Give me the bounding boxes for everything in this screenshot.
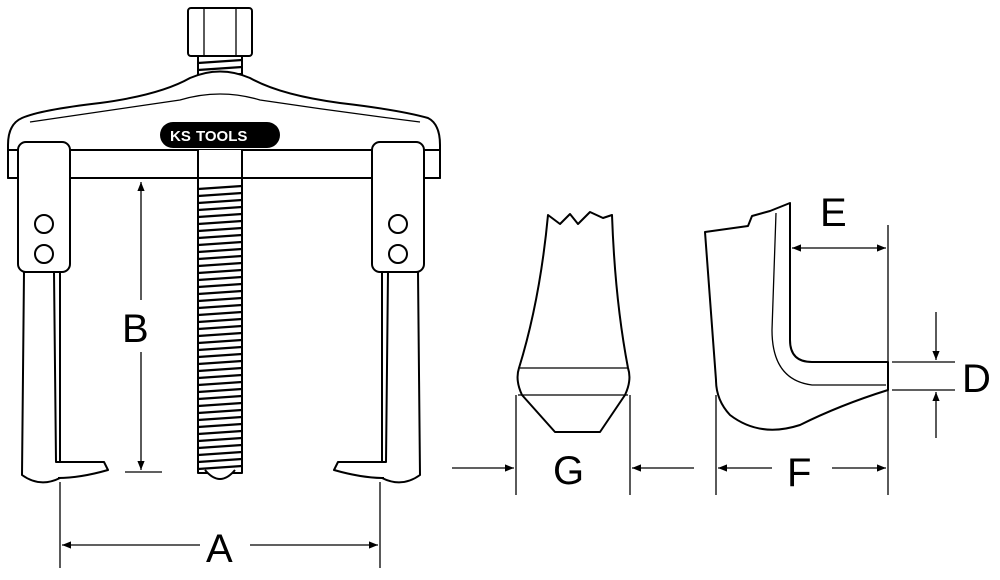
thread-line [197,373,243,380]
thread-line [197,443,243,450]
jaw-front-view: G [452,211,694,495]
thread-line [197,429,243,436]
thread-line [197,296,243,303]
thread-line [197,240,243,247]
dimension-b: B [122,182,162,473]
thread-line [197,212,243,219]
thread-line [197,457,243,464]
two-arm-puller: KS TOOLS B [7,7,441,571]
left-arm [17,141,109,484]
dimension-d: D [892,312,991,438]
thread-line [197,394,243,401]
label-g: G [553,449,584,493]
thread-line [197,282,243,289]
thread-line [197,331,243,338]
thread-line [197,436,243,443]
thread-line [197,324,243,331]
logo-brand: KS [170,128,191,145]
thread-line [197,359,243,366]
thread-line [197,422,243,429]
thread-line [197,261,243,268]
thread-line [197,254,243,261]
thread-line [197,401,243,408]
thread-line [197,380,243,387]
thread-line [197,268,243,275]
dimension-e: E [792,191,889,395]
thread-line [197,352,243,359]
dimension-a: A [59,482,381,571]
thread-line [197,191,243,198]
dimension-g: G [452,395,694,495]
dimension-f: F [715,395,889,495]
label-d: D [962,357,991,401]
label-f: F [787,451,811,495]
right-arm [333,141,425,484]
label-e: E [820,191,847,235]
label-b: B [122,307,149,351]
hex-nut [187,7,253,57]
thread-line [197,219,243,226]
thread-line [197,464,243,471]
thread-line [197,247,243,254]
thread-line [197,366,243,373]
thread-line [197,275,243,282]
thread-line [197,233,243,240]
thread-line [197,345,243,352]
thread-line [197,198,243,205]
thread-line [197,415,243,422]
thread-line [197,338,243,345]
thread-line [197,450,243,457]
thread-line [197,408,243,415]
thread-line [197,58,243,65]
thread-line [197,317,243,324]
ks-tools-logo: KS TOOLS [160,122,280,148]
thread-line [197,289,243,296]
logo-text: TOOLS [196,128,247,145]
label-a: A [206,527,233,571]
thread-line [197,65,243,72]
thread-line [197,310,243,317]
thread-line [197,205,243,212]
jaw-side-view: E D F [704,191,991,495]
thread-line [197,226,243,233]
thread-line [197,303,243,310]
thread-line [197,184,243,191]
thread-line [197,387,243,394]
